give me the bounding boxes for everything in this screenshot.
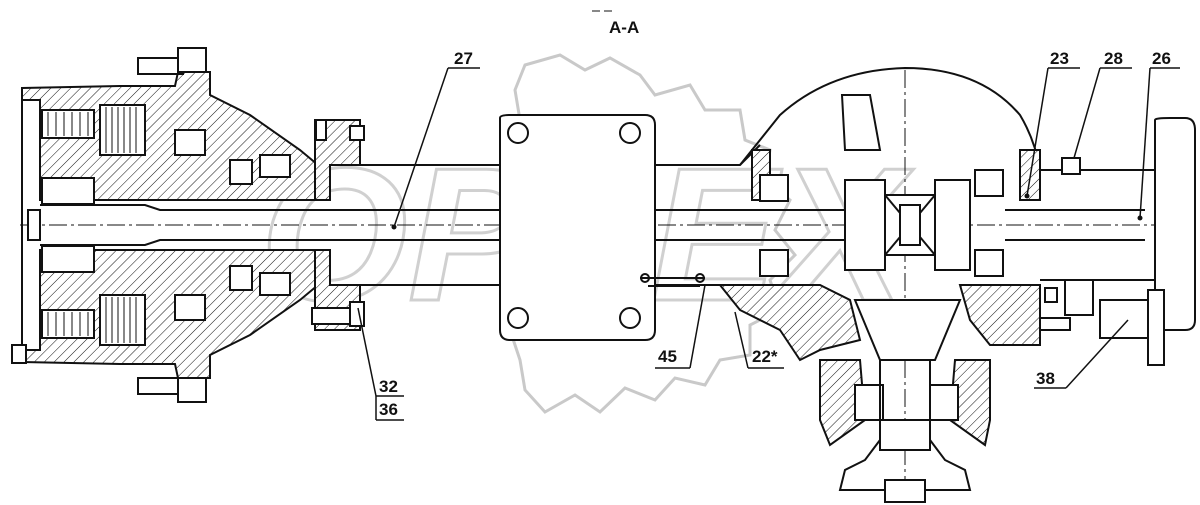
callout-32-36: 32 36 <box>357 307 404 421</box>
left-hub-assembly <box>11 47 322 403</box>
differential-housing <box>717 66 1041 362</box>
callout-27: 27 <box>391 49 480 230</box>
section-title: A-A <box>609 18 639 37</box>
callout-38: 38 <box>1034 319 1129 389</box>
left-flange <box>311 119 365 331</box>
seal-45 <box>640 273 705 287</box>
callout-label-36: 36 <box>379 400 398 419</box>
callout-28: 28 <box>1073 49 1132 159</box>
pinion-drive <box>819 299 991 503</box>
callout-label-45: 45 <box>658 347 677 366</box>
callout-label-26: 26 <box>1152 49 1171 68</box>
axle-shaft <box>40 204 880 246</box>
callout-label-22: 22* <box>752 347 778 366</box>
callout-45: 45 <box>655 284 706 369</box>
callout-22: 22* <box>734 311 784 369</box>
callout-label-27: 27 <box>454 49 473 68</box>
callout-label-32: 32 <box>379 377 398 396</box>
callout-23: 23 <box>1024 49 1080 199</box>
right-tube <box>1005 117 1196 366</box>
callout-label-23: 23 <box>1050 49 1069 68</box>
callout-label-38: 38 <box>1036 369 1055 388</box>
callout-26: 26 <box>1137 49 1180 221</box>
callout-label-28: 28 <box>1104 49 1123 68</box>
